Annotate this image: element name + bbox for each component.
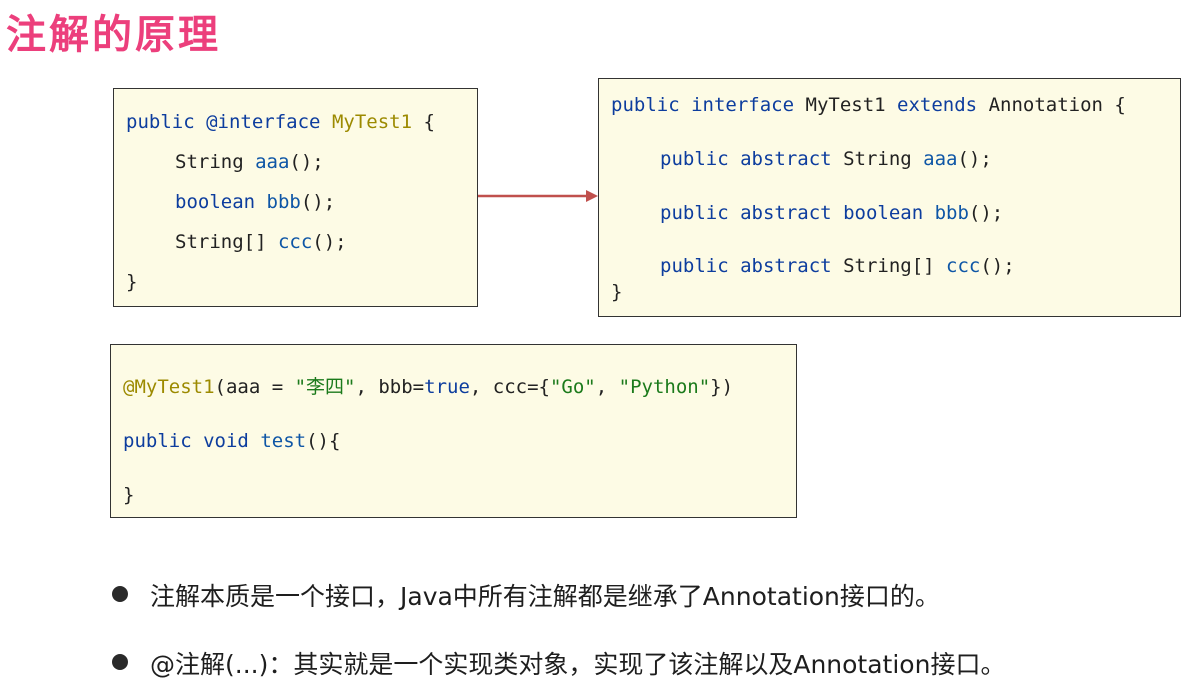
bullet-text: 注解本质是一个接口，Java中所有注解都是继承了Annotation接口的。 (150, 582, 940, 611)
page-title: 注解的原理 (6, 12, 221, 58)
code-text: , ccc={ (469, 376, 550, 398)
keyword: public (126, 111, 195, 133)
code-text: (); (968, 202, 1004, 224)
annotation-name: MyTest1 (331, 111, 413, 133)
code-text: } (611, 281, 623, 303)
code-line: @MyTest1(aaa = "李四", bbb=true, ccc={"Go"… (123, 375, 733, 399)
annotation-usage-code-box: @MyTest1(aaa = "李四", bbb=true, ccc={"Go"… (110, 344, 797, 518)
method-name: bbb (266, 191, 301, 213)
code-text: (){ (306, 430, 341, 452)
bullet-item: @注解(...)：其实就是一个实现类对象，实现了该注解以及Annotation接… (112, 645, 1005, 681)
bullet-dot-icon (112, 586, 128, 602)
code-text: { (1102, 94, 1126, 116)
code-text: } (123, 484, 135, 506)
keyword: @interface (206, 111, 321, 133)
annotation-definition-code-box: public @interface MyTest1 { String aaa()… (113, 88, 478, 307)
keyword: abstract (740, 148, 832, 170)
code-line: boolean bbb(); (175, 190, 335, 214)
code-text: } (126, 271, 138, 293)
code-text: }) (710, 376, 734, 398)
type: String[] (175, 231, 267, 253)
keyword: abstract (740, 202, 832, 224)
keyword: public (660, 148, 729, 170)
type: String[] (843, 255, 935, 277)
code-line: } (611, 280, 622, 304)
code-line: public @interface MyTest1 { (126, 110, 435, 134)
code-text: , bbb= (355, 376, 425, 398)
method-name: ccc (277, 231, 313, 253)
string-literal: "Python" (618, 376, 711, 398)
annotation-name: @MyTest1 (123, 376, 215, 398)
keyword: public (611, 94, 680, 116)
code-line: String[] ccc(); (175, 230, 347, 254)
keyword: public (660, 255, 729, 277)
code-text: (); (957, 148, 992, 170)
code-text: (aaa = (214, 376, 295, 398)
keyword: void (203, 430, 249, 452)
string-literal: "Go" (549, 376, 596, 398)
interface-name: MyTest1 (805, 94, 886, 116)
parent-interface: Annotation (988, 94, 1103, 116)
bullet-item: 注解本质是一个接口，Java中所有注解都是继承了Annotation接口的。 (112, 577, 940, 613)
type: boolean (843, 202, 924, 224)
keyword: public (660, 202, 729, 224)
type: String (175, 151, 244, 173)
code-text: (); (312, 231, 347, 253)
method-name: bbb (934, 202, 969, 224)
type: String (843, 148, 912, 170)
code-line: public abstract boolean bbb(); (660, 201, 1003, 225)
keyword: true (424, 376, 470, 398)
type: boolean (175, 191, 256, 213)
keyword: abstract (740, 255, 832, 277)
keyword: interface (691, 94, 795, 116)
string-literal: "李四" (294, 376, 356, 398)
method-name: ccc (946, 255, 981, 277)
code-line: String aaa(); (175, 150, 324, 174)
method-name: test (260, 430, 307, 452)
bullet-text: @注解(...)：其实就是一个实现类对象，实现了该注解以及Annotation接… (150, 650, 1006, 679)
code-line: } (126, 270, 137, 294)
code-text: { (412, 111, 435, 133)
code-text: (); (300, 191, 336, 213)
method-name: aaa (255, 151, 290, 173)
bullet-dot-icon (112, 654, 128, 670)
method-name: aaa (923, 148, 958, 170)
code-line: public void test(){ (123, 429, 340, 453)
keyword: extends (897, 94, 978, 116)
code-line: public abstract String aaa(); (660, 147, 992, 171)
code-text: (); (289, 151, 324, 173)
keyword: public (123, 430, 192, 452)
code-line: public interface MyTest1 extends Annotat… (611, 93, 1126, 117)
code-text: , (595, 376, 619, 398)
arrow-right-icon (478, 190, 598, 202)
compiled-interface-code-box: public interface MyTest1 extends Annotat… (598, 78, 1181, 317)
code-line: } (123, 483, 134, 507)
code-text: (); (980, 255, 1015, 277)
code-line: public abstract String[] ccc(); (660, 254, 1015, 278)
